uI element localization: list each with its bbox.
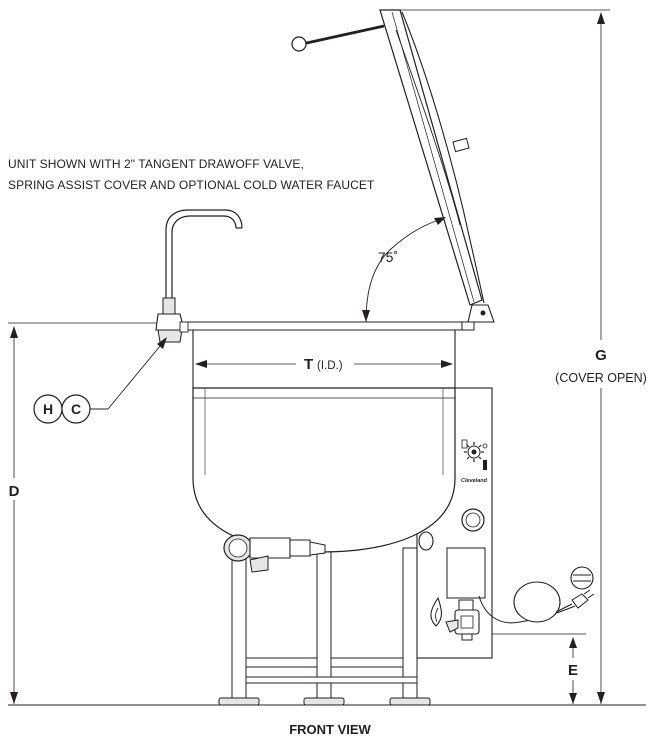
angle-indicator: 75˚ — [362, 217, 446, 323]
dimension-g: G (COVER OPEN) — [400, 9, 650, 704]
brand-mark: Cleveland — [461, 478, 488, 484]
dim-d-label: D — [9, 483, 20, 500]
kettle-body — [185, 321, 475, 553]
callout-h-c: H C — [33, 337, 167, 424]
view-title: FRONT VIEW — [289, 722, 371, 737]
note-line-1: UNIT SHOWN WITH 2" TANGENT DRAWOFF VALVE… — [8, 157, 304, 171]
spring-assist-cover — [291, 9, 495, 323]
kettle-legs — [218, 547, 431, 706]
dim-g-sublabel: (COVER OPEN) — [555, 371, 647, 385]
drawoff-valve — [223, 531, 434, 573]
note-line-2: SPRING ASSIST COVER AND OPTIONAL COLD WA… — [8, 178, 375, 192]
angle-label: 75˚ — [378, 249, 398, 265]
power-cord — [478, 566, 595, 624]
gas-valve — [430, 596, 480, 641]
dim-t-suffix: (I.D.) — [317, 360, 343, 372]
dim-t-label: T — [304, 356, 313, 373]
cold-water-faucet — [155, 209, 243, 343]
callout-c-label: C — [71, 401, 81, 417]
dim-g-label: G — [595, 347, 607, 364]
callout-h-label: H — [43, 401, 53, 417]
electrical-symbol-icon — [570, 566, 594, 590]
dimension-d: D — [4, 322, 160, 704]
dimension-e: E — [480, 633, 586, 704]
dimension-t: T (I.D.) — [195, 356, 453, 373]
dim-e-label: E — [568, 662, 578, 679]
